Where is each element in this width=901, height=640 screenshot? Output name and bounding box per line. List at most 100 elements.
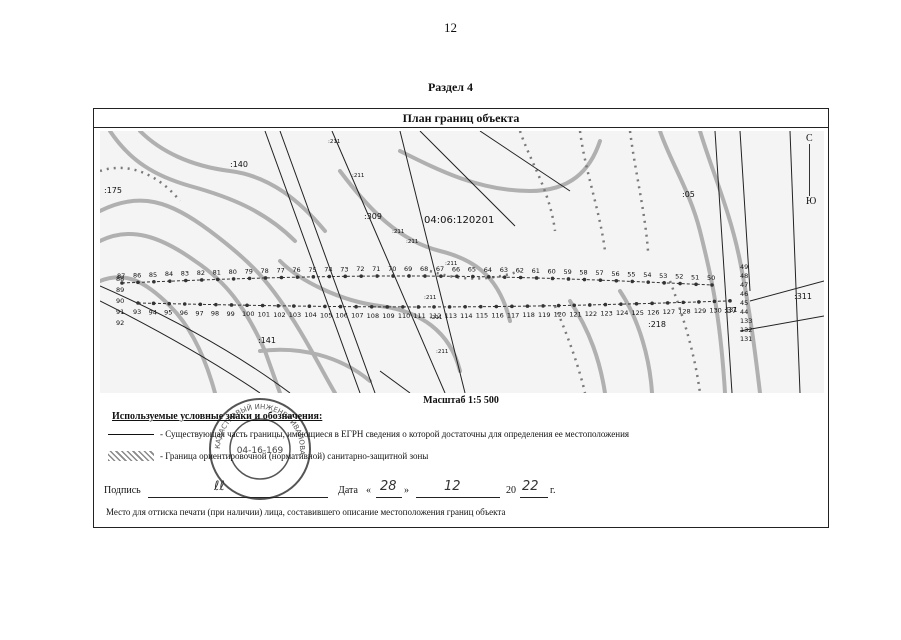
upper-point (215, 277, 220, 282)
lower-point-label: 131 (725, 306, 737, 314)
lower-point (510, 304, 514, 309)
upper-point (694, 282, 698, 287)
solid-line-symbol (108, 429, 154, 439)
upper-point (566, 277, 571, 281)
upper-point (311, 275, 316, 279)
lower-point (463, 304, 467, 309)
lower-point (136, 301, 140, 305)
lower-point-label: 106 (336, 312, 348, 320)
upper-point (423, 274, 427, 278)
lower-point (587, 303, 592, 307)
lower-point (214, 302, 218, 307)
upper-point-label: 54 (643, 271, 651, 279)
year-line (520, 497, 548, 498)
lower-point (151, 301, 156, 306)
upper-point (120, 281, 124, 285)
lower-point-label: 127 (663, 308, 675, 316)
lower-point (572, 303, 577, 308)
date-open-quote: « (366, 485, 371, 496)
compass: С Ю (806, 133, 816, 207)
upper-point-label: 64 (484, 266, 492, 274)
upper-point (327, 274, 332, 279)
lower-point-label: 113 (445, 312, 457, 320)
signature-scribble: ℓℓ (214, 479, 225, 494)
right-point-label: 48 (740, 272, 748, 280)
upper-point-label: 72 (356, 265, 364, 273)
parcel-label: :311 (794, 292, 812, 301)
upper-point-label: 69 (404, 265, 412, 273)
upper-point (614, 278, 619, 283)
lower-point-label: 108 (367, 312, 379, 320)
upper-point-label: 80 (229, 268, 237, 276)
lower-point (323, 304, 327, 309)
upper-polyline (121, 275, 713, 286)
upper-point (439, 274, 443, 278)
lower-point-label: 115 (476, 312, 488, 320)
lower-point (276, 303, 281, 308)
lower-point (728, 299, 732, 303)
upper-point-label: 63 (500, 266, 508, 274)
upper-point (550, 276, 555, 281)
upper-point (455, 274, 459, 279)
upper-point-label: 68 (420, 265, 428, 273)
upper-point (279, 275, 284, 280)
right-point-label: 49 (740, 263, 748, 271)
left-point-label: 89 (116, 286, 124, 294)
upper-point-label: 57 (595, 269, 603, 277)
upper-point (486, 275, 491, 279)
lower-point (354, 304, 358, 309)
lower-point (229, 303, 234, 307)
stamp-center: 04-16-169 (237, 446, 284, 456)
parcel-label: :211 (436, 349, 448, 355)
signature-label: Подпись (104, 485, 141, 496)
lower-point-label: 101 (258, 311, 270, 319)
left-point-label: 91 (116, 308, 124, 316)
compass-arrow (809, 144, 810, 196)
lower-point (712, 299, 717, 304)
upper-point (678, 281, 682, 286)
lower-point (697, 300, 701, 304)
upper-point-label: 59 (563, 268, 571, 276)
upper-point-label: 61 (532, 267, 540, 275)
upper-point-label: 76 (292, 266, 300, 274)
lower-point-label: 126 (647, 308, 659, 316)
parcel-label: :211 (392, 229, 404, 235)
upper-point-label: 70 (388, 265, 396, 273)
lower-point (198, 302, 203, 307)
signature-line (148, 497, 328, 498)
month-line (416, 497, 500, 498)
upper-point (391, 274, 395, 278)
parcel-label: :211 (406, 239, 418, 245)
legend-item-boundary: - Существующая часть границы, имеющиеся … (108, 429, 629, 439)
terrain-contours (100, 131, 762, 393)
lower-point-label: 130 (709, 306, 721, 314)
parcel-lines (100, 131, 824, 393)
upper-point-label: 77 (276, 267, 284, 275)
upper-point-label: 58 (579, 269, 587, 277)
lower-point (619, 302, 623, 306)
upper-point (183, 278, 188, 283)
lower-point-label: 110 (398, 312, 410, 320)
lower-point-label: 94 (149, 308, 157, 316)
right-point-label: 46 (740, 290, 748, 298)
lower-point-label: 102 (273, 311, 285, 319)
lower-point (182, 302, 187, 306)
parcel-label: :05 (682, 190, 695, 199)
right-point-label: 132 (740, 326, 752, 334)
lower-point (494, 304, 499, 309)
upper-point (375, 274, 379, 278)
lower-point-label: 129 (694, 307, 706, 315)
year-suffix: 22 (522, 479, 539, 494)
parcel-label: :211 (352, 173, 364, 179)
parcel-label: :141 (258, 336, 276, 345)
legend-item-zone: - Граница ориентировочной (нормативной) … (108, 451, 428, 461)
map-scale: Масштаб 1:5 500 (423, 395, 499, 406)
lower-boundary (136, 299, 732, 309)
date-month: 12 (444, 479, 461, 494)
lower-point-label: 98 (211, 310, 219, 318)
legend-text: - Существующая часть границы, имеющиеся … (160, 429, 630, 439)
right-point-label: 44 (740, 308, 748, 316)
lower-point-label: 124 (616, 309, 628, 317)
